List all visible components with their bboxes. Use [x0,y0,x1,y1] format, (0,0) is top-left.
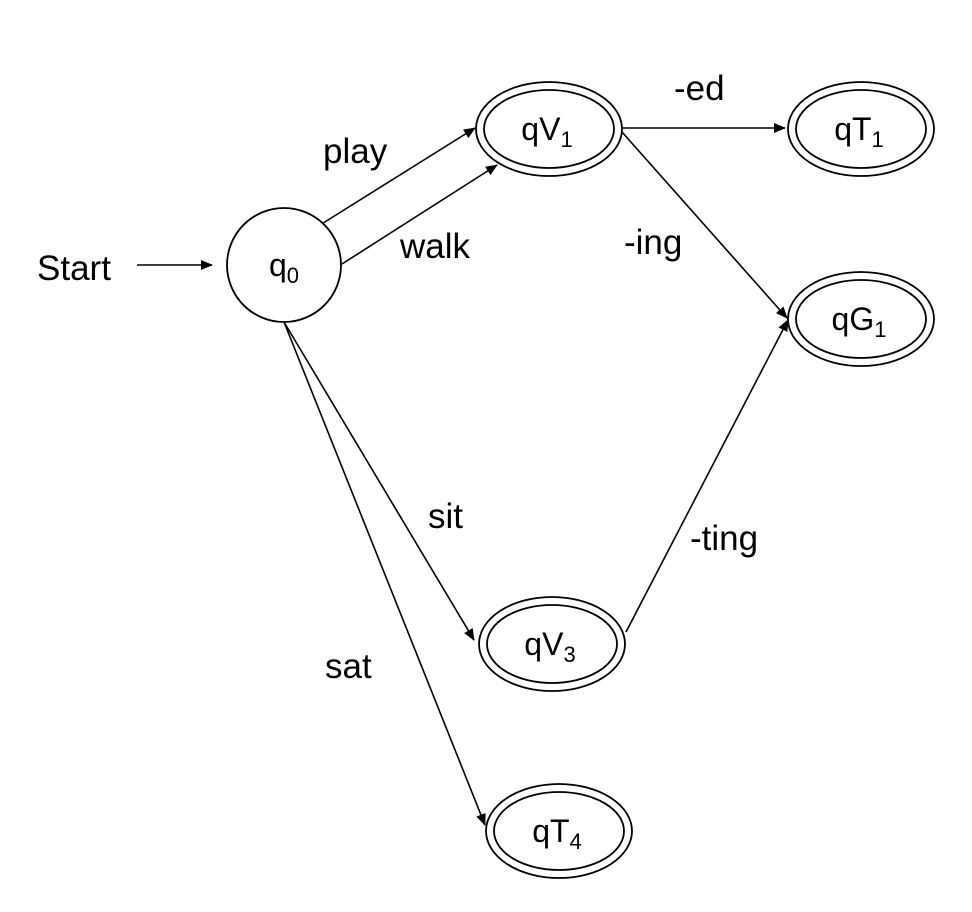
state-qV1: qV1 [475,81,623,177]
svg-text:qV3: qV3 [524,626,575,667]
state-q0-name: q [269,247,287,283]
svg-text:qT4: qT4 [532,813,582,854]
edge-sat [283,321,486,826]
label-ting: -ting [690,519,758,558]
state-qT1: qT1 [787,81,935,177]
svg-text:qG1: qG1 [832,301,887,342]
edge-ting [625,319,789,633]
start-label: Start [37,249,111,288]
state-qV1-sub: 1 [560,127,572,152]
state-qT4-name: qT [532,813,569,849]
state-q0: q0 [226,207,342,323]
state-qT4-sub: 4 [570,829,582,854]
edge-sit [283,321,475,641]
svg-text:qV1: qV1 [521,111,572,152]
state-qT1-name: qT [834,111,871,147]
state-qV3: qV3 [478,596,626,692]
label-walk: walk [399,227,471,266]
state-qG1-sub: 1 [874,317,886,342]
label-ed: -ed [674,69,725,108]
state-qV1-name: qV [521,111,561,147]
state-qG1-name: qG [832,301,875,337]
state-qT4: qT4 [485,783,633,879]
state-qG1: qG1 [787,271,935,367]
edge-walk [341,164,498,265]
label-play: play [323,132,388,171]
state-qV3-sub: 3 [563,642,575,667]
label-ing: -ing [624,223,682,262]
edge-play [319,127,476,226]
svg-text:q0: q0 [269,247,299,288]
state-q0-sub: 0 [287,263,299,288]
edge-ing [621,131,788,319]
state-qT1-sub: 1 [872,127,884,152]
state-qV3-name: qV [524,626,564,662]
svg-text:qT1: qT1 [834,111,884,152]
label-sat: sat [325,647,372,686]
label-sit: sit [428,497,463,536]
